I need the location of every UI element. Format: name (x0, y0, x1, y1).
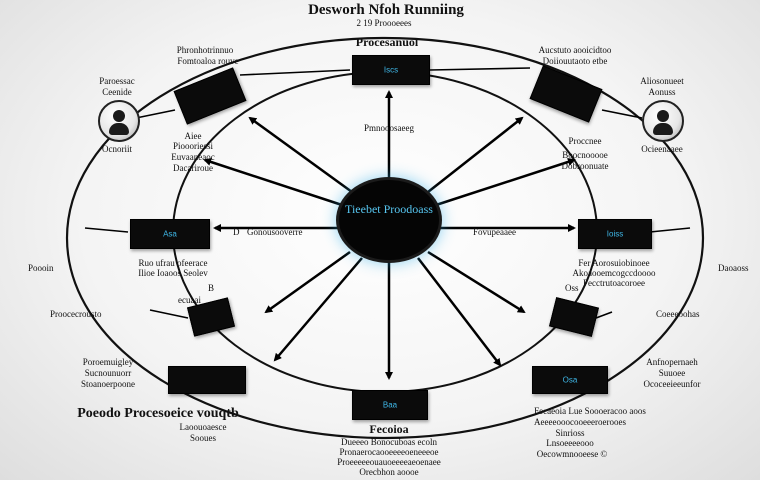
connector-avatar-right (601, 109, 643, 119)
label-top-center: Pmnooosaeeg (364, 123, 414, 133)
label-bottom-right-block-5: Oecowmnooeese © (536, 449, 608, 459)
user-icon-body (653, 123, 673, 135)
label-mid-right-a3: Dobroonuate (561, 161, 609, 171)
node-box-top-label: Iscs (383, 65, 399, 75)
node-box-left[interactable]: Asa (130, 219, 210, 249)
spoke-lower-right (427, 250, 526, 314)
connectors (84, 67, 691, 319)
label-small-left: ecuaai (178, 295, 201, 305)
label-hub-left: Gonousooverre (247, 227, 303, 237)
label-avatar-left-1: Paroessac (99, 76, 135, 86)
connector-top-box-l (239, 69, 351, 76)
connector-top-box-r (429, 67, 531, 71)
label-far-left: Poooin (28, 263, 54, 273)
diagram-subtitle-1: 2 19 Proooeees (356, 18, 412, 28)
label-far-right: Daoaoss (718, 263, 749, 273)
label-right-below-1: Fer Aorosuiobinoee (578, 258, 650, 268)
label-proc-left: Proocecrousto (50, 309, 102, 319)
label-bottom-center-5: Orecbhon aoooe (359, 467, 419, 477)
connector-right-device (595, 311, 613, 319)
node-box-right-label: Ioiss (606, 229, 624, 239)
connector-avatar-left (135, 109, 176, 119)
label-avatar-left-2: Ceenide (102, 87, 132, 97)
label-bottom-center-1: Fecoioa (369, 422, 409, 436)
outer-orbit (65, 36, 705, 440)
node-box-bottom-right-label: Osa (562, 375, 578, 385)
label-hub-right: Fovupeaaee (473, 227, 516, 237)
label-bottom-left-1: Poroemuigley (82, 357, 134, 367)
user-avatar-left[interactable] (98, 100, 140, 142)
hub-label-line-1: Tieebet (345, 202, 381, 216)
connector-left-device (149, 309, 189, 319)
label-right-below-3: Fecctrutoacoroee (583, 278, 645, 288)
label-avatar-right-3: Ocieenaaee (641, 144, 683, 154)
label-bottom-center-4: Proeeeeeouauoeeeeaeoenaee (337, 457, 441, 467)
diagram-subtitle-2: Procesanuol (355, 35, 419, 49)
label-avatar-right-1: Aliosonueet (640, 76, 684, 86)
user-icon-body (109, 123, 129, 135)
label-bottom-right-2: Suuoee (658, 368, 686, 378)
label-top-left-1: Phronhotrinnuo (176, 45, 234, 55)
user-icon-head (113, 110, 125, 122)
diagram-title: Desworh Nfoh Runniing (308, 2, 464, 18)
connector-left-box (84, 227, 129, 233)
hub-label-line-2: Proodoass (383, 202, 433, 216)
connector-right-box (649, 227, 691, 233)
spoke-top-left (248, 116, 353, 194)
node-box-bottom-left[interactable] (168, 366, 246, 394)
label-mid-left-a2: Pioooriessi (172, 141, 214, 151)
footer-left-2: Laoouoaesce (179, 422, 227, 432)
label-bottom-center-3: Pronaerocaooeeeeoeneeeoe (339, 447, 439, 457)
node-box-top[interactable]: Iscs (352, 55, 430, 85)
node-box-bottom-label: Baa (382, 400, 398, 410)
label-hub-left-mark: D (233, 227, 240, 237)
label-bottom-left-2: Sucnounuorr (84, 368, 132, 378)
label-top-right-1: Aucstuto aooicidtoo (538, 45, 612, 55)
label-top-right-2: Doiiouutaoto etbe (542, 56, 608, 66)
label-avatar-left-3: Ocnoriit (102, 144, 132, 154)
user-icon-head (657, 110, 669, 122)
node-box-bottom[interactable]: Baa (352, 390, 428, 420)
label-mid-right-a2: Boocnooooe (562, 150, 608, 160)
label-mid-left-a3: Euvaaneaoc (171, 152, 215, 162)
label-mid-right-a1: Proccnee (568, 136, 602, 146)
label-right-below-2: Akoaooemcogccdoooo (572, 268, 656, 278)
spoke-top-right (427, 116, 524, 193)
spoke-low-right (417, 257, 502, 367)
user-avatar-right[interactable] (642, 100, 684, 142)
label-bottom-right-block-1: Fecaeoia Lue Soooeracoo aoos (534, 406, 646, 416)
hub-label: Tieebet Proodoass (339, 202, 439, 216)
label-mid-left-a4: Dacariroue (173, 163, 213, 173)
node-box-right[interactable]: Ioiss (578, 219, 652, 249)
label-bottom-right-1: Anfnopernaeh (646, 357, 698, 367)
footer-left-title: Poeodo Procesoeice vouqtb (77, 406, 239, 421)
label-bottom-right-3: Ococeeieeunfor (643, 379, 701, 389)
label-top-left-2: Fomtoaloa rouve (177, 56, 239, 66)
label-bottom-right-block-2: Aeeeeooocooeeeroerooes (534, 417, 626, 427)
label-mid-left-a1: Aiee (184, 131, 202, 141)
label-avatar-right-2: Aonuss (648, 87, 676, 97)
node-box-bottom-right[interactable]: Osa (532, 366, 608, 394)
label-bottom-center-2: Dueeeo Bonocuboas ecoln (341, 437, 437, 447)
central-hub[interactable]: Tieebet Proodoass (339, 180, 439, 260)
label-proc-right: Coeeeoohas (656, 309, 700, 319)
label-bottom-right-block-3: Sinrioss (555, 428, 585, 438)
label-bottom-left-3: Stoanoerpoone (81, 379, 135, 389)
label-small-right: Oss (565, 283, 579, 293)
spoke-lower-left (264, 250, 351, 314)
spokes (203, 90, 576, 380)
spoke-upper-right (435, 158, 576, 207)
label-small-left-mark: B (208, 283, 215, 293)
spoke-low-left (273, 257, 363, 362)
spoke-upper-left (203, 158, 343, 207)
label-left-below-1: Ruo ufrau ofeerace (138, 258, 208, 268)
node-box-left-label: Asa (163, 229, 177, 239)
label-bottom-right-block-4: Lnsoeeeeooo (546, 438, 594, 448)
label-left-below-2: Ilioe Ioaoos Seolev (138, 268, 208, 278)
footer-left-3: Sooues (189, 433, 217, 443)
